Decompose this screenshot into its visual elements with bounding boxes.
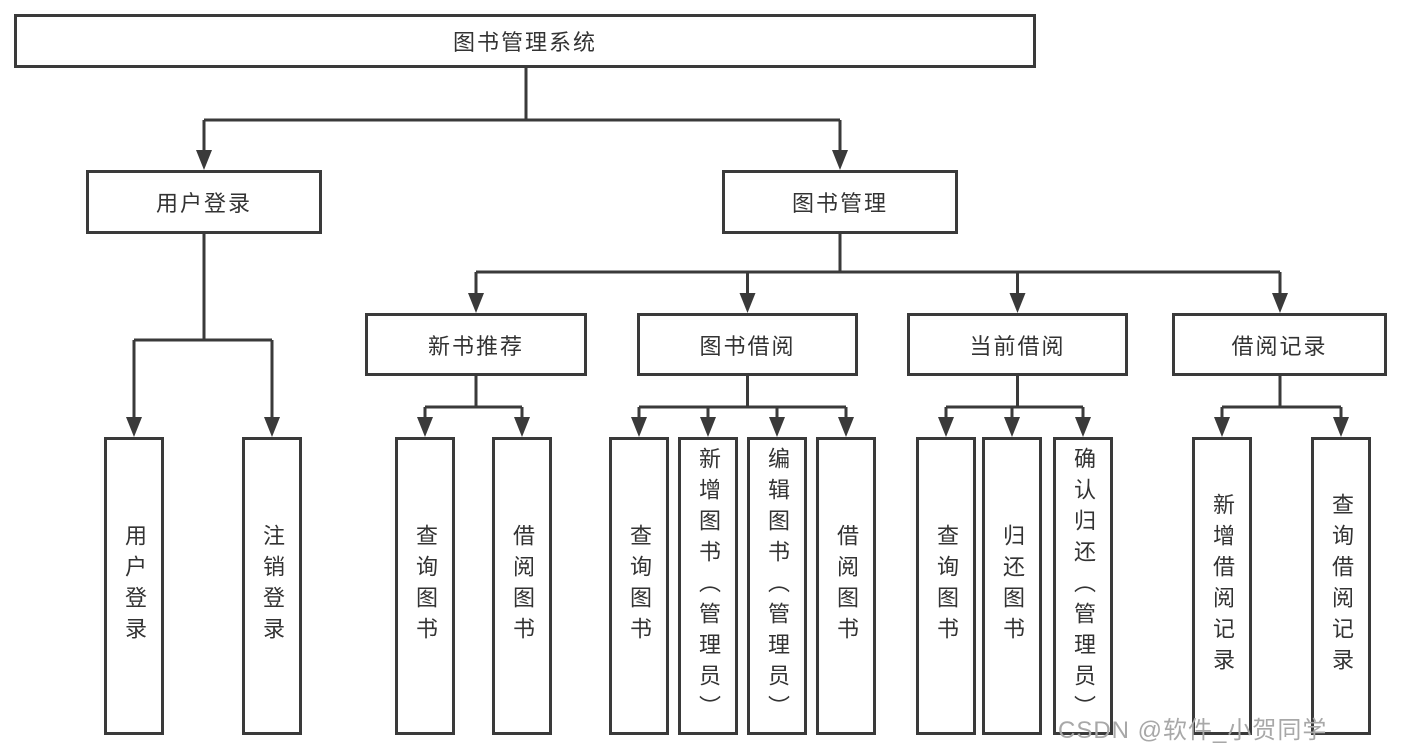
connector-new-book-children bbox=[423, 376, 524, 421]
node-label: 编辑图书（管理员） bbox=[765, 446, 790, 726]
node-leaf-add-borrow-record: 新增借阅记录 bbox=[1192, 437, 1252, 735]
node-label: 查询图书 bbox=[627, 524, 652, 648]
node-label: 用户登录 bbox=[155, 191, 252, 216]
connector-root-to-level2 bbox=[202, 68, 842, 152]
node-label: 新增借阅记录 bbox=[1210, 493, 1235, 679]
connector-book-management-to-level3 bbox=[474, 234, 1282, 297]
node-label: 图书管理系统 bbox=[452, 30, 597, 55]
node-leaf-query-books-newbook: 查询图书 bbox=[395, 437, 455, 735]
node-new-book-recommendation: 新书推荐 bbox=[365, 313, 587, 376]
node-label: 当前借阅 bbox=[969, 333, 1066, 359]
node-label: 用户登录 bbox=[122, 524, 147, 648]
node-leaf-borrow-books-newbook: 借阅图书 bbox=[492, 437, 552, 735]
node-label: 新书推荐 bbox=[427, 333, 524, 359]
node-book-borrowing: 图书借阅 bbox=[637, 313, 858, 376]
node-library-management-system: 图书管理系统 bbox=[14, 14, 1036, 68]
node-leaf-return-books: 归还图书 bbox=[982, 437, 1042, 735]
arrowhead-icons bbox=[126, 150, 1349, 437]
node-label: 查询图书 bbox=[934, 524, 959, 648]
connector-book-borrowing-children bbox=[637, 376, 848, 421]
node-leaf-borrow-books: 借阅图书 bbox=[816, 437, 876, 735]
node-label: 查询图书 bbox=[413, 524, 438, 648]
node-label: 注销登录 bbox=[260, 524, 285, 648]
node-leaf-add-books-admin: 新增图书（管理员） bbox=[678, 437, 738, 735]
node-user-login: 用户登录 bbox=[86, 170, 322, 234]
node-book-management: 图书管理 bbox=[722, 170, 958, 234]
node-label: 借阅图书 bbox=[834, 524, 859, 648]
node-leaf-confirm-return-admin: 确认归还（管理员） bbox=[1053, 437, 1113, 735]
node-leaf-query-books-current: 查询图书 bbox=[916, 437, 976, 735]
node-leaf-user-login: 用户登录 bbox=[104, 437, 164, 735]
node-label: 归还图书 bbox=[1000, 524, 1025, 648]
node-leaf-query-books-borrowing: 查询图书 bbox=[609, 437, 669, 735]
node-leaf-query-borrow-record: 查询借阅记录 bbox=[1311, 437, 1371, 735]
node-label: 借阅记录 bbox=[1231, 333, 1328, 359]
node-label: 新增图书（管理员） bbox=[696, 446, 721, 726]
node-label: 图书借阅 bbox=[699, 333, 796, 359]
watermark: CSDN @软件_小贺同学 bbox=[1058, 717, 1328, 744]
node-label: 确认归还（管理员） bbox=[1071, 446, 1096, 726]
connector-borrowing-records-children bbox=[1220, 376, 1343, 421]
node-borrowing-records: 借阅记录 bbox=[1172, 313, 1387, 376]
node-leaf-edit-books-admin: 编辑图书（管理员） bbox=[747, 437, 807, 735]
node-leaf-logout: 注销登录 bbox=[242, 437, 302, 735]
node-current-borrowing: 当前借阅 bbox=[907, 313, 1128, 376]
node-label: 借阅图书 bbox=[510, 524, 535, 648]
node-label: 查询借阅记录 bbox=[1329, 493, 1354, 679]
connector-current-borrowing-children bbox=[944, 376, 1085, 421]
node-label: 图书管理 bbox=[791, 191, 888, 216]
connector-user-login-children bbox=[132, 234, 274, 421]
